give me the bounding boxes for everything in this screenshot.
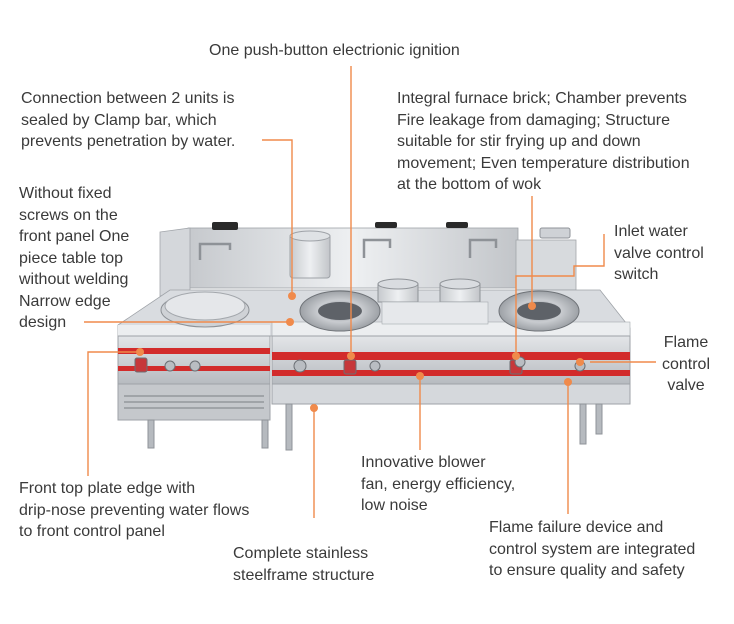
- front-panel-left: [117, 335, 271, 421]
- faucets: [198, 238, 498, 260]
- label-blower: Innovative blower fan, energy efficiency…: [361, 454, 516, 514]
- water-tank: [289, 230, 331, 279]
- label-ignition: One push-button electrionic ignition: [209, 42, 460, 59]
- wok-burner-left: [299, 290, 381, 332]
- front-panel-right: [271, 335, 631, 405]
- label-front-panel: Without fixed screws on the front panel …: [19, 185, 130, 331]
- callout-lines: [84, 66, 656, 518]
- label-drip-nose: Front top plate edge with drip-nose prev…: [19, 480, 250, 540]
- control-knobs: [134, 356, 586, 375]
- label-inlet-valve: Inlet water valve control switch: [614, 223, 704, 283]
- label-flame-failure: Flame failure device and control system …: [489, 519, 696, 579]
- label-furnace-brick: Integral furnace brick; Chamber prevents…: [397, 90, 690, 193]
- stock-pots: [377, 278, 489, 325]
- wok-burner-right: [498, 290, 580, 332]
- backsplash: [159, 222, 577, 297]
- steamer-plate: [160, 291, 250, 328]
- label-flame-valve: Flame control valve: [661, 334, 711, 394]
- label-stainless: Complete stainless steelframe structure: [233, 545, 375, 584]
- legs: [147, 403, 603, 451]
- label-clamp-bar: Connection between 2 units is sealed by …: [21, 90, 236, 150]
